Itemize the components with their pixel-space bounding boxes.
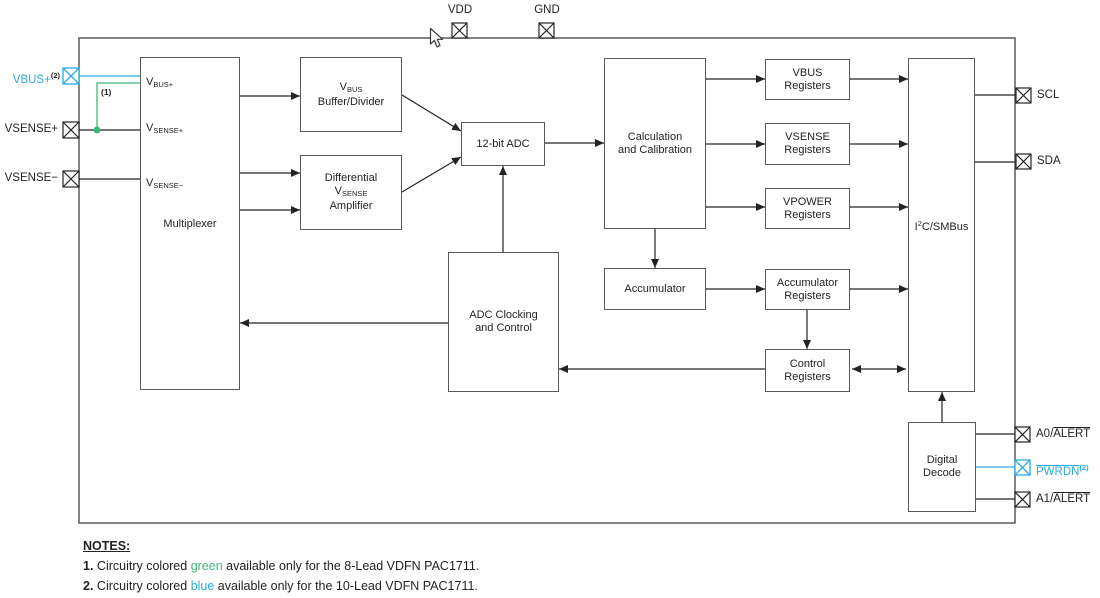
- vbus-plus-pin-icon: [62, 67, 80, 85]
- block-multiplexer: VBUS+ VSENSE+ VSENSE− Multiplexer: [140, 57, 240, 390]
- gnd-pin-icon: [538, 22, 555, 39]
- scl-pin-icon: [1015, 87, 1032, 104]
- note1-reference-annotation: (1): [101, 87, 112, 97]
- block-accumulator: Accumulator: [604, 268, 706, 310]
- gnd-pin-label: GND: [534, 4, 560, 16]
- mux-input-vsense-plus: VSENSE+: [146, 122, 184, 135]
- mouse-cursor-icon: [429, 27, 444, 48]
- block-vbus-buffer-divider: VBUS Buffer/Divider: [300, 57, 402, 132]
- note-item-1: 1. Circuitry colored green available onl…: [83, 559, 480, 573]
- a0-alert-pin-label: A0/ALERT: [1036, 428, 1091, 440]
- vbus-plus-pin-label: VBUS+(2): [12, 71, 60, 86]
- notes-heading: NOTES:: [83, 539, 131, 553]
- pwrdn-pin-icon: [1014, 459, 1031, 476]
- vdd-pin-icon: [451, 22, 468, 39]
- vsense-minus-pin-label: VSENSE−: [4, 172, 58, 184]
- sda-pin-label: SDA: [1037, 155, 1061, 167]
- note-item-2: 2. Circuitry colored blue available only…: [83, 579, 478, 593]
- a1-alert-pin-label: A1/ALERT: [1036, 493, 1091, 505]
- sda-pin-icon: [1015, 153, 1032, 170]
- scl-pin-label: SCL: [1037, 89, 1060, 101]
- vdd-pin-label: VDD: [447, 4, 473, 16]
- wire-vbusbuffer-to-adc: [401, 94, 462, 132]
- wire-diffamp-to-adc: [401, 156, 462, 193]
- block-i2c-smbus: I2C/SMBus: [908, 58, 975, 392]
- green-tie-circuit: [93, 82, 140, 134]
- block-differential-vsense-amplifier: Differential VSENSE Amplifier: [300, 155, 402, 230]
- a1-alert-pin-icon: [1014, 491, 1031, 508]
- block-label: Multiplexer: [163, 218, 217, 230]
- green-junction-dot: [93, 126, 101, 134]
- mux-input-vbus: VBUS+: [146, 76, 174, 89]
- pwrdn-pin-label: PWRDN(2): [1036, 463, 1089, 478]
- block-12bit-adc: 12-bit ADC: [461, 122, 545, 166]
- mux-input-vsense-minus: VSENSE−: [146, 177, 184, 190]
- notes-section: NOTES: 1. Circuitry colored green availa…: [83, 536, 479, 596]
- vsense-plus-pin-label: VSENSE+: [4, 123, 58, 135]
- vsense-plus-pin-icon: [62, 121, 80, 139]
- vsense-minus-pin-icon: [62, 170, 80, 188]
- a0-alert-pin-icon: [1014, 426, 1031, 443]
